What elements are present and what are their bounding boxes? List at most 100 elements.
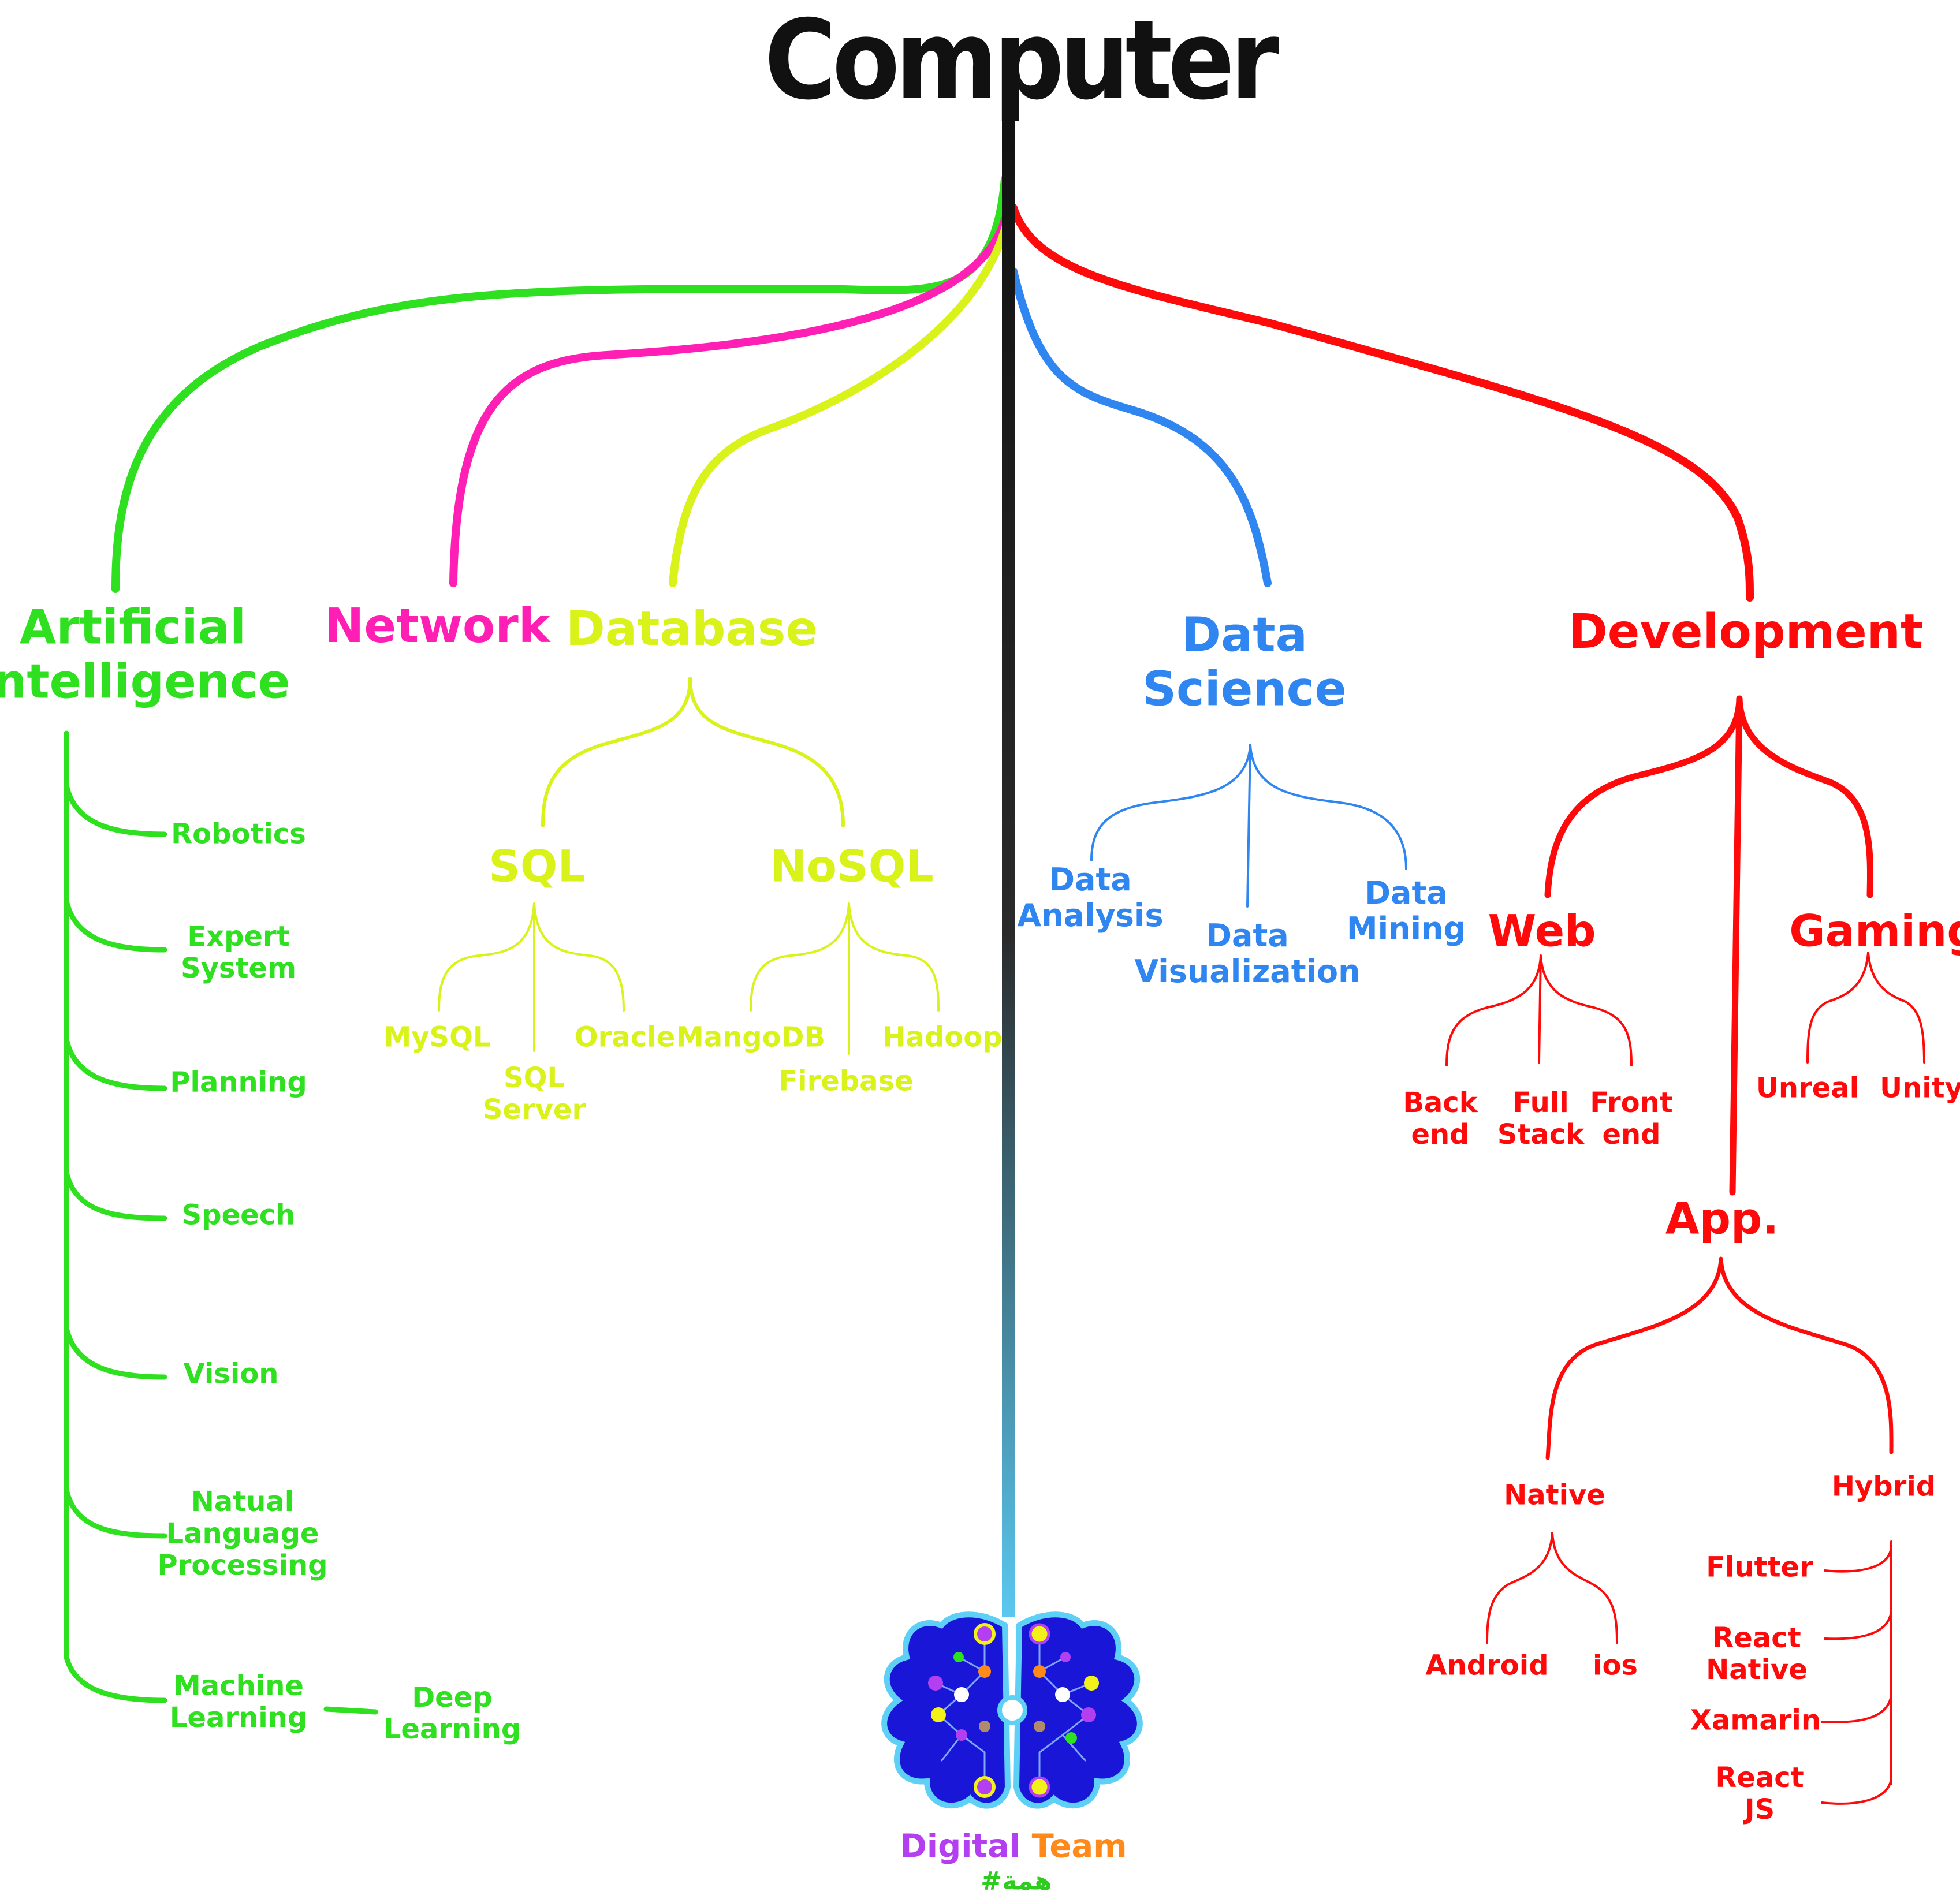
- web-item-back-end: Back end: [1403, 1086, 1478, 1151]
- edge-root-database: [669, 215, 1012, 587]
- branch-network: [449, 215, 1009, 587]
- logo-word-team: Team: [1031, 1827, 1127, 1866]
- native-item-ios: ios: [1593, 1649, 1638, 1682]
- database-nosql-title: NoSQL: [770, 840, 934, 892]
- brain-right-hemisphere: [1013, 1611, 1143, 1809]
- ai-connector: [64, 898, 167, 953]
- gaming-bracket: [1806, 952, 1925, 1064]
- nosql-item-mangodb: MangoDB: [676, 1021, 826, 1054]
- brain-logo-icon: [881, 1611, 1143, 1809]
- brain-circuit-line: [935, 1656, 1092, 1762]
- ai-item-robotics: Robotics: [171, 818, 306, 850]
- data-science-bracket: [1090, 744, 1407, 908]
- nosql-item-hadoop: Hadoop: [882, 1021, 1003, 1054]
- ai-subtree: [64, 730, 378, 1715]
- branch-data-science: [1009, 267, 1272, 587]
- sql-item-mysql: MySQL: [383, 1021, 491, 1054]
- branch-development: [1009, 204, 1754, 602]
- ai-connector: [64, 1654, 167, 1703]
- ai-item-vision: Vision: [183, 1357, 279, 1390]
- brain-node: [1081, 1707, 1096, 1722]
- native-bracket: [1486, 1532, 1618, 1644]
- edge-root-development: [1009, 204, 1754, 602]
- brain-node: [974, 1776, 996, 1798]
- web-item-full-stack: Full Stack: [1497, 1086, 1585, 1151]
- ai-connector: [64, 782, 167, 837]
- web-item-front-end: Front end: [1590, 1086, 1673, 1151]
- ai-connector: [64, 1036, 167, 1091]
- brain-node: [928, 1676, 943, 1691]
- brain-node: [1034, 1721, 1045, 1732]
- ai-item-expert-system: Expert System: [181, 920, 296, 984]
- dev-web-title: Web: [1488, 905, 1596, 957]
- branch-database: [669, 215, 1012, 587]
- brain-center-ring: [997, 1695, 1027, 1725]
- sql-item-oracle: Oracle: [574, 1021, 676, 1054]
- database-title: Database: [565, 601, 818, 656]
- logo-hashtag: #همة: [981, 1866, 1052, 1896]
- database-bracket: [541, 677, 845, 827]
- ai-connector: [64, 1169, 167, 1221]
- web-bracket: [1445, 954, 1633, 1066]
- development-bracket: [1544, 695, 1874, 1196]
- dev-gaming-title: Gaming: [1789, 905, 1960, 957]
- brain-nodes: [928, 1623, 1099, 1798]
- data-science-title: Data Science: [1142, 607, 1347, 717]
- edge-root-ai: [111, 175, 1009, 593]
- logo-wordmark: Digital Team: [900, 1828, 1127, 1866]
- ai-item-deep-learning: Deep Learning: [383, 1681, 521, 1745]
- brain-left-hemisphere: [881, 1611, 1011, 1809]
- gaming-item-unity: Unity: [1880, 1072, 1960, 1105]
- hybrid-item-xamarin: Xamarin: [1690, 1704, 1821, 1737]
- brain-node: [953, 1652, 964, 1662]
- ai-title: Artificial Intelligence: [0, 600, 290, 710]
- edge-root-network: [449, 215, 1009, 587]
- app-hybrid-title: Hybrid: [1831, 1470, 1936, 1503]
- dev-app-title: App.: [1665, 1192, 1779, 1244]
- hybrid-item-react-native: React Native: [1706, 1621, 1808, 1686]
- brain-node: [974, 1623, 996, 1645]
- brain-node: [1029, 1776, 1050, 1798]
- ds-item-data-visualization: Data Visualization: [1134, 917, 1361, 990]
- native-item-android: Android: [1425, 1649, 1549, 1682]
- ds-item-data-analysis: Data Analysis: [1017, 861, 1164, 934]
- ai-item-nlp: Natual Language Processing: [157, 1486, 328, 1582]
- hybrid-connector: [1821, 1693, 1892, 1723]
- brain-node: [1084, 1676, 1099, 1691]
- brain-node: [1029, 1623, 1050, 1645]
- app-bracket: [1545, 1256, 1894, 1460]
- brain-node: [979, 1721, 990, 1732]
- nosql-item-firebase: Firebase: [778, 1065, 914, 1098]
- ai-item-planning: Planning: [170, 1066, 307, 1099]
- edge-root-data-science: [1009, 267, 1272, 587]
- hybrid-connector: [1824, 1610, 1892, 1640]
- app-native-title: Native: [1504, 1479, 1605, 1512]
- database-subtree: [438, 677, 940, 1055]
- root-trunk: [1002, 98, 1015, 1617]
- hybrid-item-react-js: React JS: [1715, 1761, 1804, 1826]
- logo-word-digital: Digital: [900, 1827, 1021, 1866]
- sql-bracket: [438, 902, 625, 1052]
- ai-connector: [64, 1487, 167, 1539]
- development-subtree: [1445, 695, 1925, 1805]
- ai-item-machine-learning: Machine Learning: [169, 1669, 308, 1734]
- hybrid-item-flutter: Flutter: [1706, 1551, 1813, 1584]
- development-title: Development: [1568, 604, 1924, 659]
- nosql-bracket: [750, 902, 940, 1055]
- hybrid-connector: [1824, 1546, 1892, 1573]
- ml-to-deep-connector: [323, 1706, 378, 1715]
- brain-node: [954, 1687, 969, 1702]
- root-title: Computer: [764, 0, 1279, 124]
- sql-item-sql-server: SQL Server: [482, 1061, 586, 1126]
- brain-node: [931, 1707, 946, 1722]
- ai-connector: [64, 1325, 167, 1380]
- hybrid-connector: [1821, 1777, 1892, 1805]
- brain-node: [1055, 1687, 1070, 1702]
- brain-node: [956, 1729, 967, 1741]
- branch-ai: [111, 175, 1009, 593]
- brain-node: [1060, 1652, 1071, 1662]
- brain-node: [1033, 1665, 1046, 1678]
- network-title: Network: [324, 598, 550, 654]
- brain-node: [978, 1665, 991, 1678]
